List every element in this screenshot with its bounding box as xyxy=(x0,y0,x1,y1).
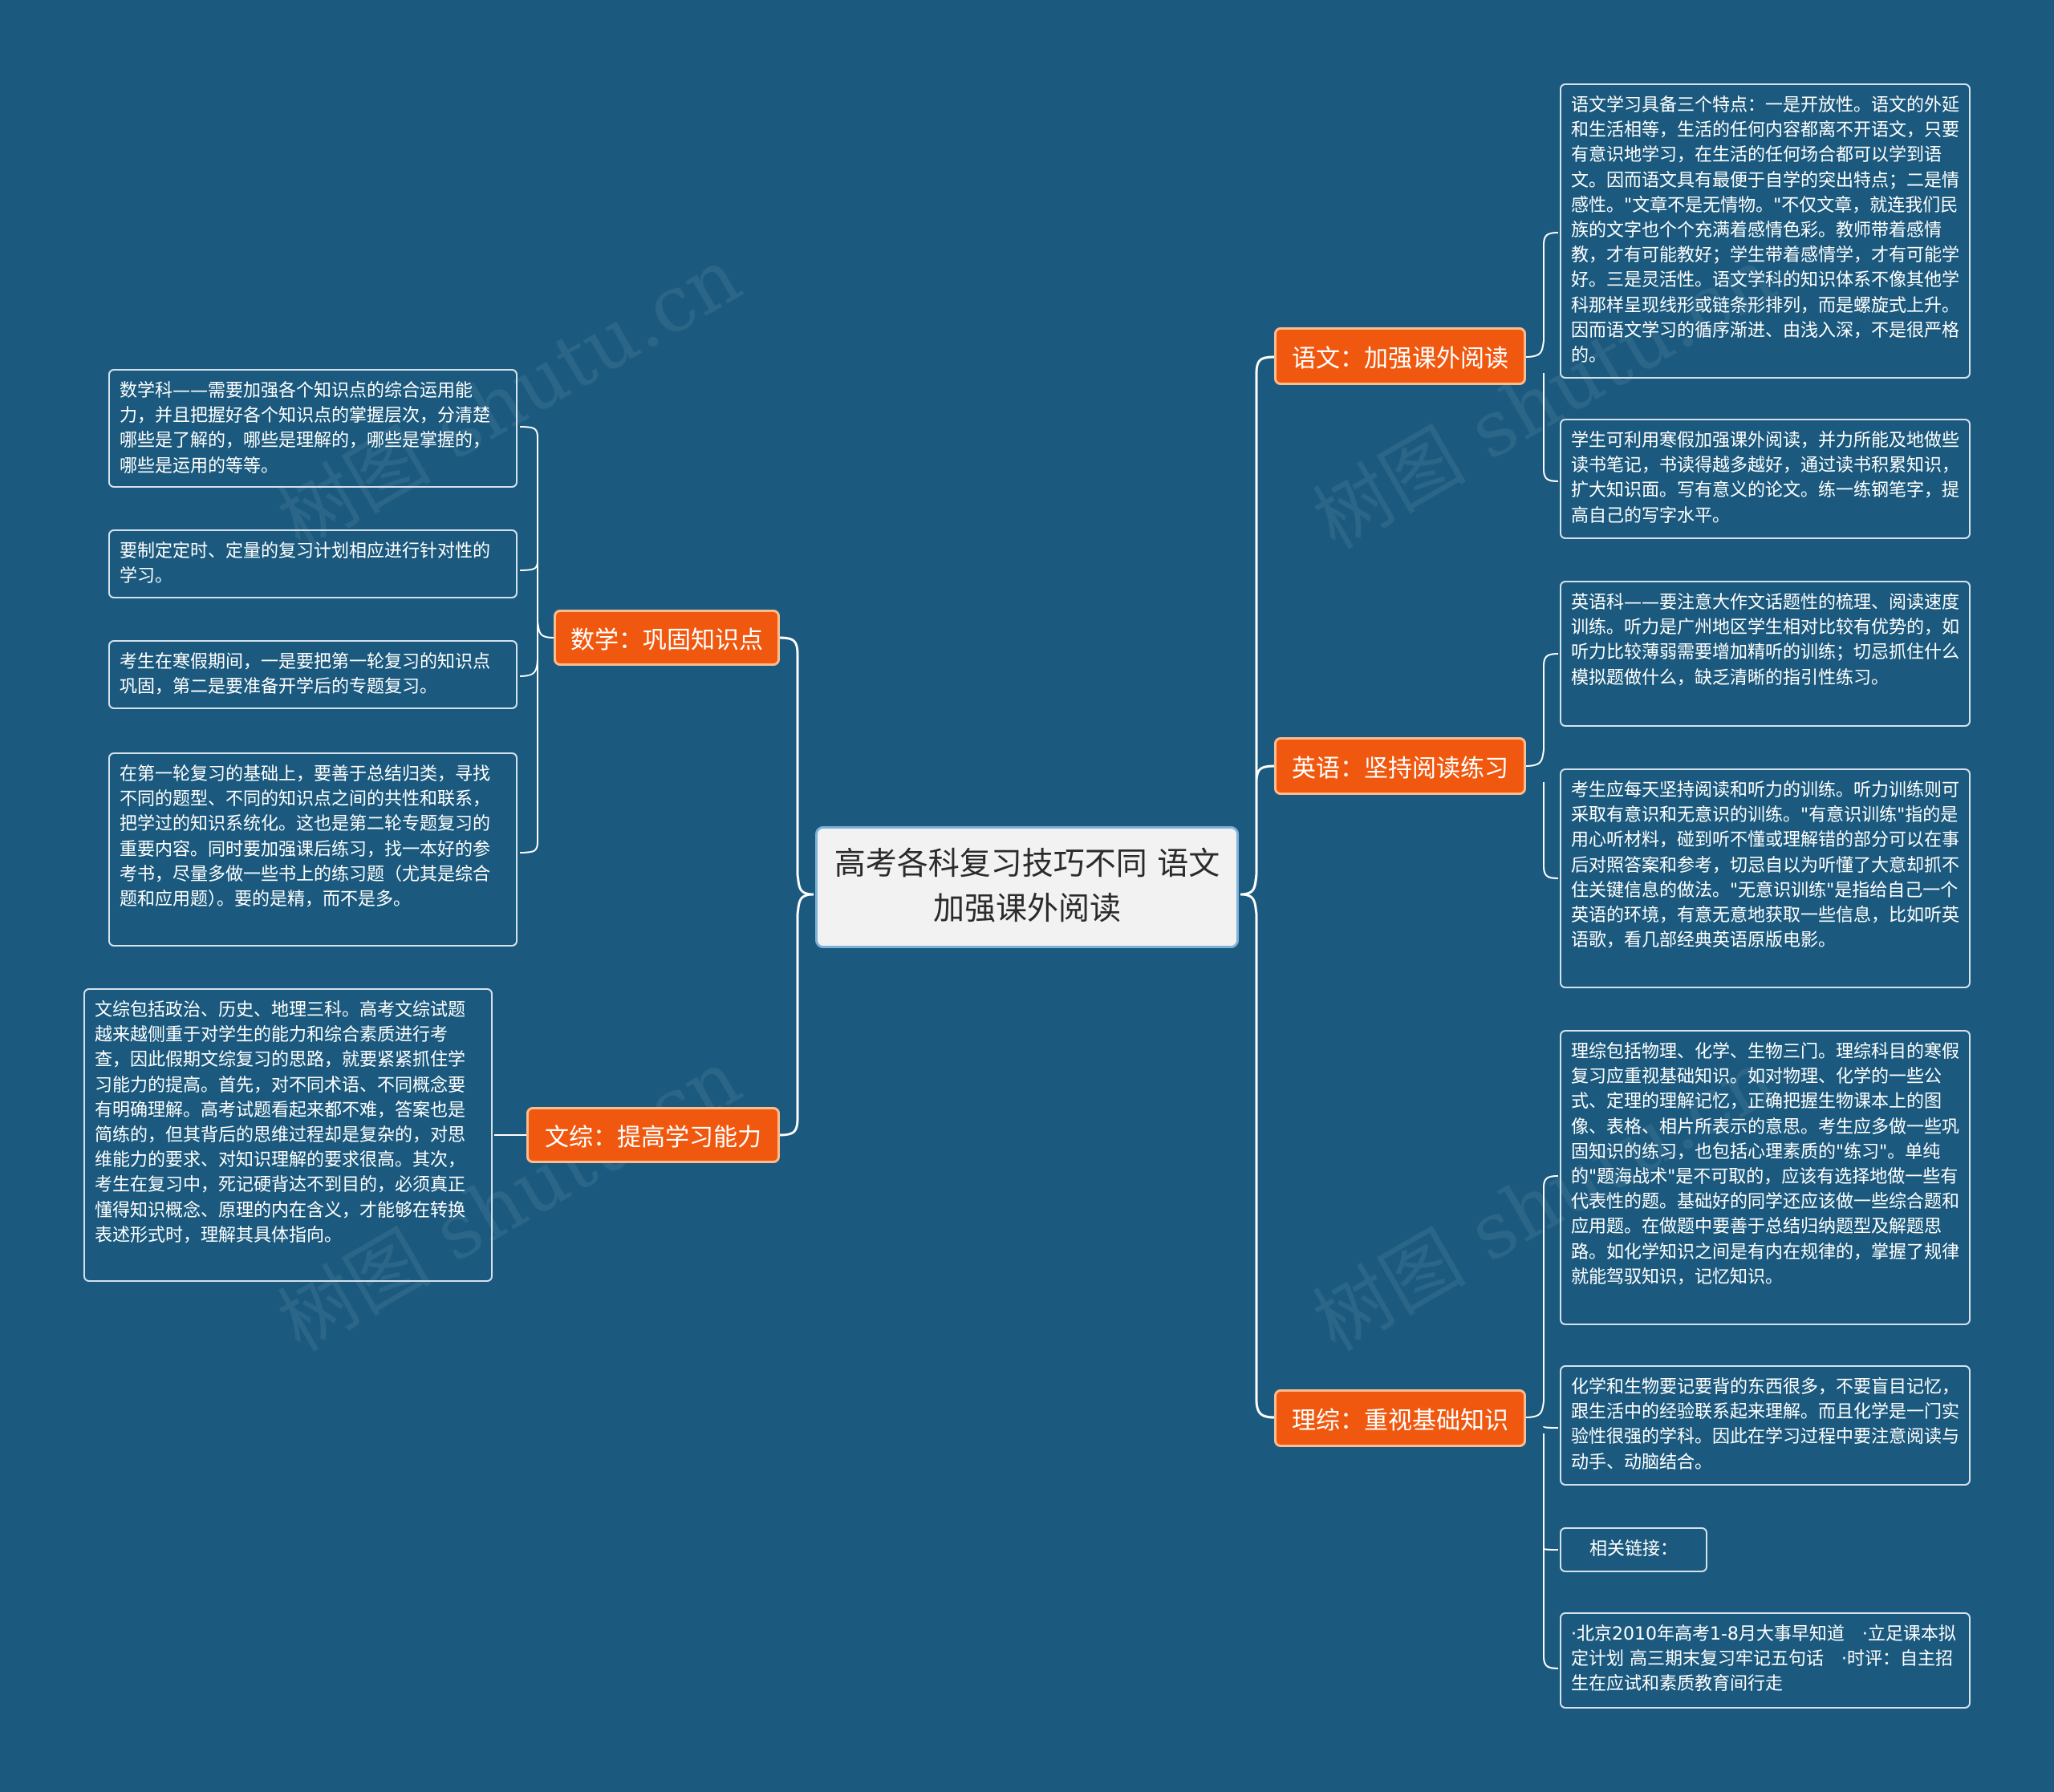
root-topic[interactable]: 高考各科复习技巧不同 语文加强课外阅读 xyxy=(815,826,1239,948)
branch-math[interactable]: 数学：巩固知识点 xyxy=(554,610,780,666)
leaf-chinese-1[interactable]: 语文学习具备三个特点：一是开放性。语文的外延和生活相等，生活的任何内容都离不开语… xyxy=(1560,83,1971,379)
link-root-wenzong xyxy=(779,893,814,1137)
link-root-english xyxy=(1240,764,1275,896)
leaf-lizong-2[interactable]: 化学和生物要记要背的东西很多，不要盲目记忆，跟生活中的经验联系起来理解。而且化学… xyxy=(1560,1365,1971,1486)
leaf-math-2[interactable]: 要制定定时、定量的复习计划相应进行针对性的学习。 xyxy=(108,529,518,598)
link-root-math xyxy=(779,636,814,896)
link-english-leaves xyxy=(1525,653,1559,879)
branch-chinese[interactable]: 语文：加强课外阅读 xyxy=(1274,327,1526,385)
leaf-lizong-1[interactable]: 理综包括物理、化学、生物三门。理综科目的寒假复习应重视基础知识。如对物理、化学的… xyxy=(1560,1030,1971,1325)
link-chinese-leaves xyxy=(1525,232,1559,482)
link-root-lizong xyxy=(1240,893,1275,1419)
leaf-wenzong-1[interactable]: 文综包括政治、历史、地理三科。高考文综试题越来越侧重于对学生的能力和综合素质进行… xyxy=(83,988,493,1282)
link-lizong-leaves xyxy=(1525,1175,1559,1669)
branch-wenzong[interactable]: 文综：提高学习能力 xyxy=(526,1107,780,1163)
leaf-math-1[interactable]: 数学科——需要加强各个知识点的综合运用能力，并且把握好各个知识点的掌握层次，分清… xyxy=(108,369,518,488)
leaf-lizong-related-label[interactable]: 相关链接： xyxy=(1560,1527,1707,1572)
leaf-lizong-links[interactable]: ·北京2010年高考1-8月大事早知道 ·立足课本拟定计划 高三期末复习牢记五句… xyxy=(1560,1612,1971,1709)
branch-english[interactable]: 英语：坚持阅读练习 xyxy=(1274,737,1526,795)
leaf-chinese-2[interactable]: 学生可利用寒假加强课外阅读，并力所能及地做些读书笔记，书读得越多越好，通过读书积… xyxy=(1560,419,1971,539)
branch-lizong[interactable]: 理综：重视基础知识 xyxy=(1274,1389,1526,1447)
leaf-math-4[interactable]: 在第一轮复习的基础上，要善于总结归类，寻找不同的题型、不同的知识点之间的共性和联… xyxy=(108,752,518,947)
link-math-leaves xyxy=(519,426,554,853)
leaf-english-2[interactable]: 考生应每天坚持阅读和听力的训练。听力训练则可采取有意识和无意识的训练。"有意识训… xyxy=(1560,768,1971,988)
leaf-math-3[interactable]: 考生在寒假期间，一是要把第一轮复习的知识点巩固，第二是要准备开学后的专题复习。 xyxy=(108,640,518,709)
leaf-english-1[interactable]: 英语科——要注意大作文话题性的梳理、阅读速度训练。听力是广州地区学生相对比较有优… xyxy=(1560,581,1971,727)
